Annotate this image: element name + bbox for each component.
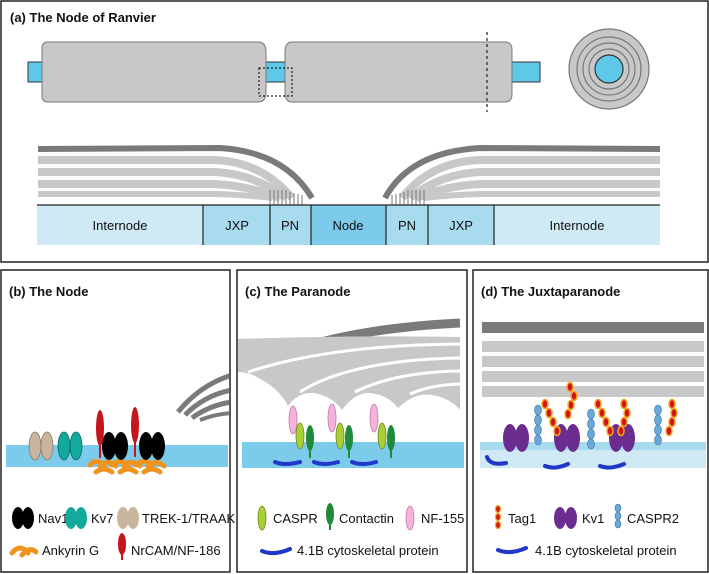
segment-label: JXP [449,218,473,233]
nav1-icon [12,507,34,529]
outer-myelin-layer [482,322,704,333]
nav1-channel [102,432,128,460]
nrcam-icon [118,533,126,560]
kv7-icon [65,507,87,529]
legend-nav1: Nav1 [38,511,68,526]
segment-label: Internode [550,218,605,233]
myelin-layers-zoom [37,144,661,205]
panel-a: (a) The Node of Ranvier [0,0,709,263]
myelin-sheath-right [284,41,513,103]
caspr2-protein [654,404,662,446]
caspr-contactin-nf155-complex [369,403,395,458]
segment-pn-left [270,205,311,245]
axon-core-cross [594,54,624,84]
legend-kv7: Kv7 [91,511,113,526]
caspr2-protein [534,404,542,446]
legend-nrcam: NrCAM/NF-186 [131,543,221,558]
tag1-protein [541,398,561,437]
panel-c-legend: CASPR Contactin NF-155 4.1B cytoskeletal… [257,503,464,558]
panel-c: (c) The Paranode [236,269,468,573]
contactin-icon [326,503,334,530]
tag1-protein [617,398,631,437]
segment-jxp-right [428,205,494,245]
nrcam-nf186 [131,407,139,457]
nav1-channel [139,432,165,460]
caspr-icon [257,505,267,531]
trek-channel [28,431,54,461]
segment-internode-left [37,205,203,245]
segment-node [311,205,386,245]
zoom-box [258,67,293,97]
kv1-channel [503,424,529,452]
caspr2-icon [614,503,622,529]
legend-contactin: Contactin [339,511,394,526]
legend-protein: 4.1B cytoskeletal protein [297,543,439,558]
panel-b-title: (b) The Node [9,284,88,299]
kv1-icon [554,507,577,529]
protein-41b-icon [496,546,528,555]
legend-caspr: CASPR [273,511,318,526]
panel-b: (b) The Node [0,269,236,573]
panel-d-title: (d) The Juxtaparanode [481,284,620,299]
panel-b-legend: Nav1 Kv7 TREK-1/TRAAK Ankyrin G NrCAM/NF… [9,507,236,560]
legend-tag1: Tag1 [508,511,536,526]
tag1-protein [594,398,614,437]
panel-d-legend: Tag1 Kv1 CASPR2 4.1B cytoskeletal protei… [494,503,679,558]
legend-kv1: Kv1 [582,511,604,526]
legend-ankyrin: Ankyrin G [42,543,99,558]
paranodal-loops [238,336,460,410]
cross-section [568,28,650,110]
segment-pn-right [386,205,428,245]
protein-41b [485,455,626,470]
caspr2-protein [587,408,595,450]
ankyrin-g-cluster [87,459,167,475]
segment-label: PN [398,218,416,233]
protein-41b [273,460,378,466]
caspr-contactin-nf155-complex [288,405,314,458]
tag1-icon [494,504,502,530]
panel-d: (d) The Juxtaparanode [472,269,709,573]
legend-nf155: NF-155 [421,511,464,526]
nf155-icon [405,505,415,531]
nrcam-nf186 [96,410,104,458]
protein-41b-icon [260,547,292,556]
segment-internode-right [494,205,660,245]
panel-a-title: (a) The Node of Ranvier [10,10,156,25]
tag1-protein [564,381,578,420]
trek-icon [117,507,139,529]
legend-caspr2: CASPR2 [627,511,679,526]
caspr-contactin-nf155-complex [327,403,353,458]
segment-bar: Internode JXP PN Node PN JXP Internode [37,204,660,245]
legend-trek: TREK-1/TRAAK [142,511,236,526]
segment-label: PN [281,218,299,233]
legend-protein: 4.1B cytoskeletal protein [535,543,677,558]
segment-label: Internode [93,218,148,233]
kv7-channel [57,431,83,461]
tag1-protein [665,398,678,437]
segment-label: Node [332,218,363,233]
myelin-sheath-left [41,41,267,103]
segment-label: JXP [225,218,249,233]
axon-overview [27,32,541,112]
segment-jxp-left [203,205,270,245]
panel-b-frame [0,269,231,573]
panel-c-frame [236,269,468,573]
panel-c-title: (c) The Paranode [245,284,350,299]
